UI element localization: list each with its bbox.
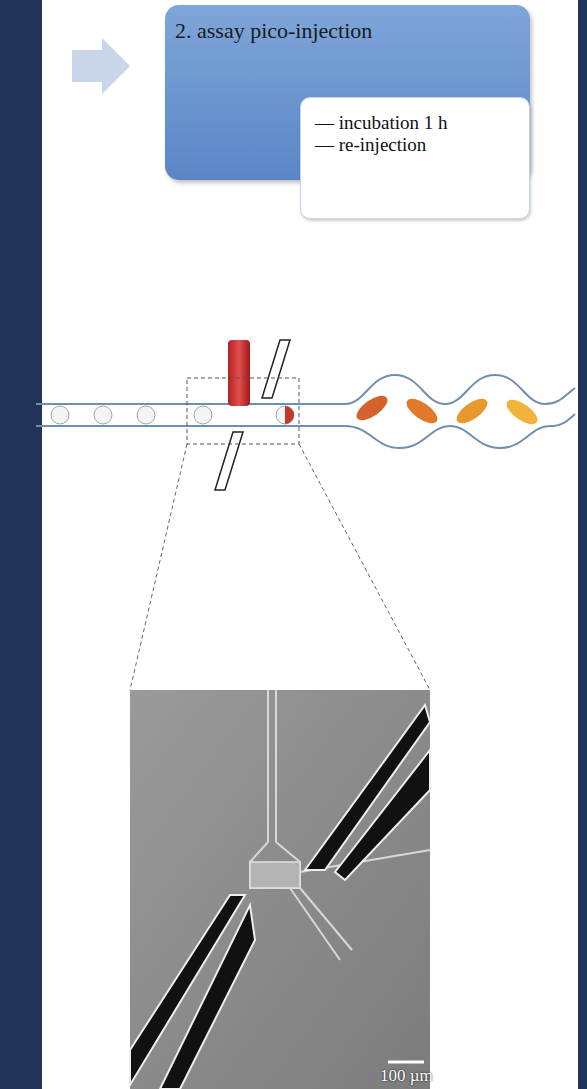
droplets <box>51 406 294 424</box>
step-note: — incubation 1 h <box>315 112 529 134</box>
channel-wall <box>36 425 345 427</box>
serpentine-channel <box>345 375 575 448</box>
electrode <box>262 340 290 398</box>
micrograph <box>130 690 430 1089</box>
elongated-droplets <box>353 391 542 429</box>
step-box: 2. assay pico-injection — incubation 1 h—… <box>165 5 530 180</box>
injector <box>228 340 250 406</box>
micro-chamber <box>250 862 300 888</box>
step-note: — re-injection <box>315 134 529 156</box>
zoom-box <box>187 378 299 444</box>
note-box: — incubation 1 h— re-injection <box>300 97 530 219</box>
scale-bar <box>388 1061 424 1064</box>
micro-electrode <box>335 750 430 880</box>
micro-channels <box>250 690 430 960</box>
scale-label: 100 µm <box>380 1066 433 1086</box>
step-title: 2. assay pico-injection <box>175 19 522 43</box>
zoom-line <box>299 444 430 690</box>
electrode <box>215 432 243 490</box>
flow-arrow <box>72 38 130 94</box>
channel-wall <box>36 403 345 405</box>
micro-electrode <box>160 905 255 1089</box>
zoom-line <box>130 444 187 690</box>
